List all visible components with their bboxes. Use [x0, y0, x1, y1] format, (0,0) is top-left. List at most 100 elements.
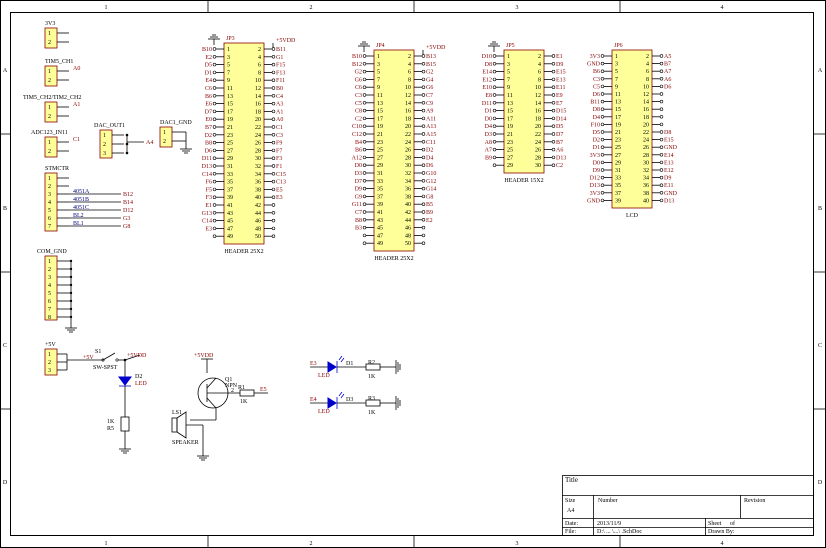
pin-number: 24	[255, 133, 261, 139]
pin-number: 36	[405, 187, 411, 193]
connector-body	[99, 129, 113, 159]
net-label: E3	[276, 195, 283, 201]
connector-body	[44, 172, 58, 232]
net-label: +5V	[83, 355, 94, 361]
net-label: D6	[205, 148, 212, 154]
net-label: D13	[664, 198, 674, 204]
wire-label: BL2	[73, 213, 84, 219]
pin-terminal	[551, 163, 556, 167]
pin-number: 15	[377, 109, 383, 115]
supply-label: +5VDD	[194, 353, 214, 359]
net-label: E6	[205, 102, 212, 108]
pin-number: 47	[377, 233, 383, 239]
pin-terminal	[362, 171, 367, 175]
pin-terminal	[421, 147, 426, 152]
led-ray	[338, 391, 343, 397]
net-label: C10	[352, 124, 362, 130]
pin-number: 3	[227, 55, 230, 61]
net-label: A0	[73, 66, 80, 72]
net-label: B11	[590, 100, 600, 106]
pin-number: 42	[255, 203, 261, 209]
net-label: G10	[426, 171, 436, 177]
pin-number: 10	[255, 78, 261, 84]
pin-number: 5	[615, 69, 618, 75]
pin-terminal	[421, 171, 426, 175]
tb-size-label: Size	[565, 498, 576, 504]
pin-terminal	[271, 211, 276, 215]
net-label: +5VDD	[426, 45, 446, 51]
net-label: C13	[276, 180, 286, 186]
pin-terminal	[659, 168, 664, 172]
net-label: D13	[556, 155, 566, 161]
net-label: F6	[206, 180, 212, 186]
header-ref: JP4	[376, 43, 385, 49]
net-label: E2	[205, 55, 212, 61]
pin-number: 28	[535, 155, 541, 161]
pin-number: 24	[643, 138, 649, 144]
pin-terminal	[421, 62, 426, 66]
net-label: C4	[276, 94, 283, 100]
net-label: D11	[482, 101, 492, 107]
led-name: LED	[318, 409, 330, 415]
net-label: G13	[202, 211, 212, 217]
pin-terminal	[659, 77, 664, 81]
net-label: A13	[426, 124, 436, 130]
net-label: G8	[123, 224, 130, 230]
pin-terminal	[362, 163, 367, 167]
res-ref: R5	[107, 426, 114, 432]
net-label: D3	[355, 171, 362, 177]
tb-date-value: 2013/11/9	[597, 521, 621, 527]
header-body	[611, 49, 653, 209]
pin-number: 8	[646, 77, 649, 83]
pin-number: 22	[643, 130, 649, 136]
net-label: D8	[593, 107, 600, 113]
net-label: B8	[355, 218, 362, 224]
pin-number: 27	[227, 148, 233, 154]
net-label: C3	[355, 93, 362, 99]
pin-number: 13	[615, 100, 621, 106]
zone-col-bottom: 3	[516, 541, 519, 547]
pin-number: 15	[615, 107, 621, 113]
net-label: C14	[202, 219, 212, 225]
resistor-r5	[120, 416, 130, 432]
net-label: D13	[202, 164, 212, 170]
pin-number: 11	[227, 86, 233, 92]
pin-number: 10	[535, 85, 541, 91]
pin-terminal	[551, 116, 556, 121]
pin-terminal	[271, 203, 276, 207]
pin-terminal	[600, 191, 605, 195]
pin-terminal	[362, 77, 367, 82]
pin-number: 26	[535, 148, 541, 154]
net-label: F3	[206, 195, 212, 201]
ground-symbol	[395, 396, 401, 410]
pin-terminal	[659, 137, 664, 142]
pin-terminal	[659, 61, 664, 66]
net-label: GND	[664, 145, 678, 151]
pin-number: 16	[643, 107, 649, 113]
net-label: C6	[205, 86, 212, 92]
net-label: A15	[426, 132, 436, 138]
net-label: +5VDD	[127, 353, 147, 359]
net-label: C5	[593, 84, 600, 90]
net-label: E5	[260, 387, 267, 393]
pin-terminal	[212, 86, 217, 90]
pin-terminal	[212, 218, 217, 223]
pin-terminal	[271, 195, 276, 199]
net-label: B12	[352, 62, 362, 68]
net-wire	[124, 354, 141, 361]
switch-name: SW-SPST	[93, 365, 118, 371]
pin-number: 34	[405, 179, 411, 185]
pin-number: 35	[615, 183, 621, 189]
pin-number: 11	[507, 93, 513, 99]
net-label: A4	[146, 140, 153, 146]
connector-name: 3V3	[45, 21, 55, 27]
pin-terminal	[492, 77, 497, 82]
net-label: D14	[556, 116, 566, 122]
pin-number: 6	[48, 216, 51, 222]
pin-number: 15	[507, 109, 513, 115]
pin-terminal	[212, 55, 217, 59]
pin-terminal	[600, 99, 605, 104]
pin-number: 21	[377, 132, 383, 138]
pin-terminal	[659, 107, 664, 111]
